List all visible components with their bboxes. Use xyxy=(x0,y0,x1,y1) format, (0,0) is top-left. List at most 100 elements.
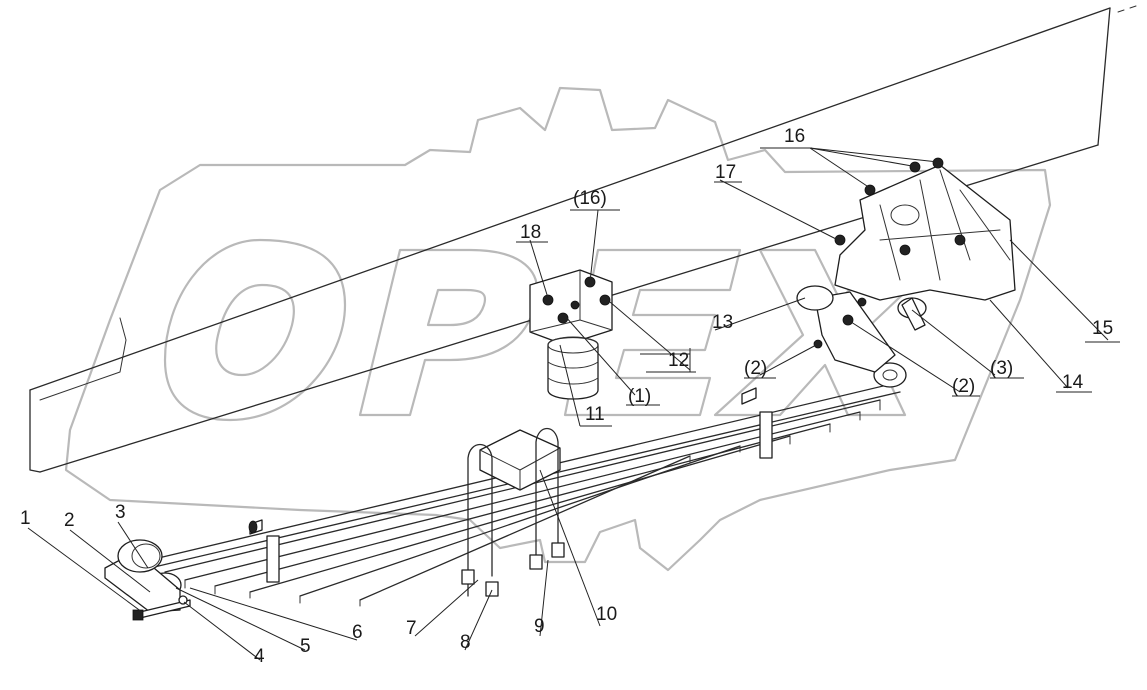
axle-seat-block-edge xyxy=(479,447,561,491)
leaf-3 xyxy=(184,411,861,581)
rear-hanger-ribs xyxy=(879,169,1011,281)
callout-underlines xyxy=(516,147,1120,427)
u-bolt-nut-left-1 xyxy=(461,569,475,585)
leader-15 xyxy=(1009,239,1109,341)
frame-rail-left-end xyxy=(29,389,41,473)
hanger-bolt-5 xyxy=(954,234,966,246)
leaf-7 xyxy=(359,455,691,601)
rear-shackle-bolt-2 xyxy=(857,297,867,307)
rear-bracket-assembly xyxy=(796,157,1016,373)
leader-11 xyxy=(559,344,581,427)
u-bolt-right xyxy=(535,427,559,569)
leader-9 xyxy=(539,559,549,637)
callout-3-paren: (3) xyxy=(990,358,1013,379)
leader-16b xyxy=(809,147,913,167)
leader-1b-paren xyxy=(564,315,636,396)
frame-rail-corner-tick xyxy=(1117,5,1137,13)
callout-3: 3 xyxy=(115,502,126,523)
watermark-letter-e xyxy=(563,248,742,417)
callout-13: 13 xyxy=(712,312,733,333)
callout-16-paren: (16) xyxy=(573,188,607,209)
frame-rail-top-edge xyxy=(29,7,1111,391)
hanger-bolt-1 xyxy=(864,184,876,196)
axle-seat-assembly xyxy=(461,427,565,597)
callout-5: 5 xyxy=(300,636,311,657)
front-bushing-rim xyxy=(131,543,161,569)
leader-13 xyxy=(714,297,806,331)
frame-rail-inner-flange xyxy=(39,317,127,401)
rebound-clip-band xyxy=(266,535,280,583)
rear-shackle-link xyxy=(814,291,896,373)
callout-2b-paren: (2) xyxy=(952,376,975,397)
frame-rail-right-end xyxy=(1097,7,1111,146)
front-rebound-clip xyxy=(248,519,280,583)
callout-8: 8 xyxy=(460,632,471,653)
leader-12 xyxy=(609,301,691,371)
rear-clip-bolt xyxy=(741,387,757,405)
rear-shackle-pin-upper xyxy=(796,285,834,311)
bump-stop-rubber-top xyxy=(547,336,599,354)
rear-hanger-window xyxy=(890,204,920,226)
hanger-bolt-3 xyxy=(932,157,944,169)
leader-16c xyxy=(809,147,939,163)
rear-spring-eye xyxy=(873,362,907,388)
leader-14 xyxy=(989,299,1069,389)
bump-bolt-4 xyxy=(599,294,611,306)
callout-17: 17 xyxy=(715,162,736,183)
leaf-5 xyxy=(249,435,791,593)
leader-2a-paren xyxy=(759,343,819,376)
leader-3 xyxy=(117,521,149,569)
leaf-6 xyxy=(299,445,741,597)
leader-5 xyxy=(175,587,306,651)
hanger-bolt-4 xyxy=(834,234,846,246)
bump-stop-assembly xyxy=(529,269,613,400)
callout-11: 11 xyxy=(585,404,605,425)
u-bolt-nut-right-2 xyxy=(551,542,565,558)
callout-18: 18 xyxy=(520,222,541,243)
bump-bolt-2 xyxy=(557,312,569,324)
watermark-gear-outline xyxy=(64,86,1052,572)
hanger-bolt-2 xyxy=(909,161,921,173)
callout-1-paren: (1) xyxy=(628,386,651,407)
leader-10 xyxy=(539,469,601,627)
watermark-letter-p xyxy=(358,248,539,417)
callout-6: 6 xyxy=(352,622,363,643)
leader-18 xyxy=(529,239,549,299)
leader-7 xyxy=(414,579,479,637)
leader-1 xyxy=(27,527,143,613)
leader-2 xyxy=(69,529,151,593)
u-bolt-nut-right-1 xyxy=(529,554,543,570)
callout-7: 7 xyxy=(406,618,417,639)
rear-clip-band xyxy=(759,411,773,459)
watermark-letter-o xyxy=(163,238,347,422)
rear-rebound-clip xyxy=(741,387,773,459)
bump-bolt-5 xyxy=(570,300,580,310)
callout-labels: 1 2 3 4 5 6 7 8 9 10 11 12 13 14 15 16 1… xyxy=(20,126,1113,667)
callout-4: 4 xyxy=(254,646,265,667)
leader-16b-paren xyxy=(589,209,599,283)
callout-16: 16 xyxy=(784,126,805,147)
leader-4 xyxy=(183,601,261,661)
callout-12: 12 xyxy=(668,350,689,371)
underline-set xyxy=(516,147,1120,427)
bump-stop-bracket-edge xyxy=(529,269,613,333)
front-pin-nut xyxy=(132,609,144,621)
front-bracket-assembly xyxy=(104,539,191,621)
axle-seat-block xyxy=(479,429,561,491)
leader-6 xyxy=(189,587,358,641)
callout-10: 10 xyxy=(596,604,617,625)
callout-2a-paren: (2) xyxy=(744,358,767,379)
callout-15: 15 xyxy=(1092,318,1113,339)
front-grease-nipple xyxy=(178,595,188,605)
callout-2: 2 xyxy=(64,510,75,531)
leader-16a xyxy=(809,147,871,189)
bump-bolt-1 xyxy=(542,294,554,306)
callout-9: 9 xyxy=(534,616,545,637)
leader-17 xyxy=(719,179,839,241)
leader-2b-paren xyxy=(847,319,961,393)
rear-shackle-shaft xyxy=(901,297,926,331)
rear-hanger-bracket xyxy=(834,164,1016,301)
rebound-clip-bolt-head xyxy=(248,520,258,534)
bump-stop-rubber-rings xyxy=(547,361,599,385)
